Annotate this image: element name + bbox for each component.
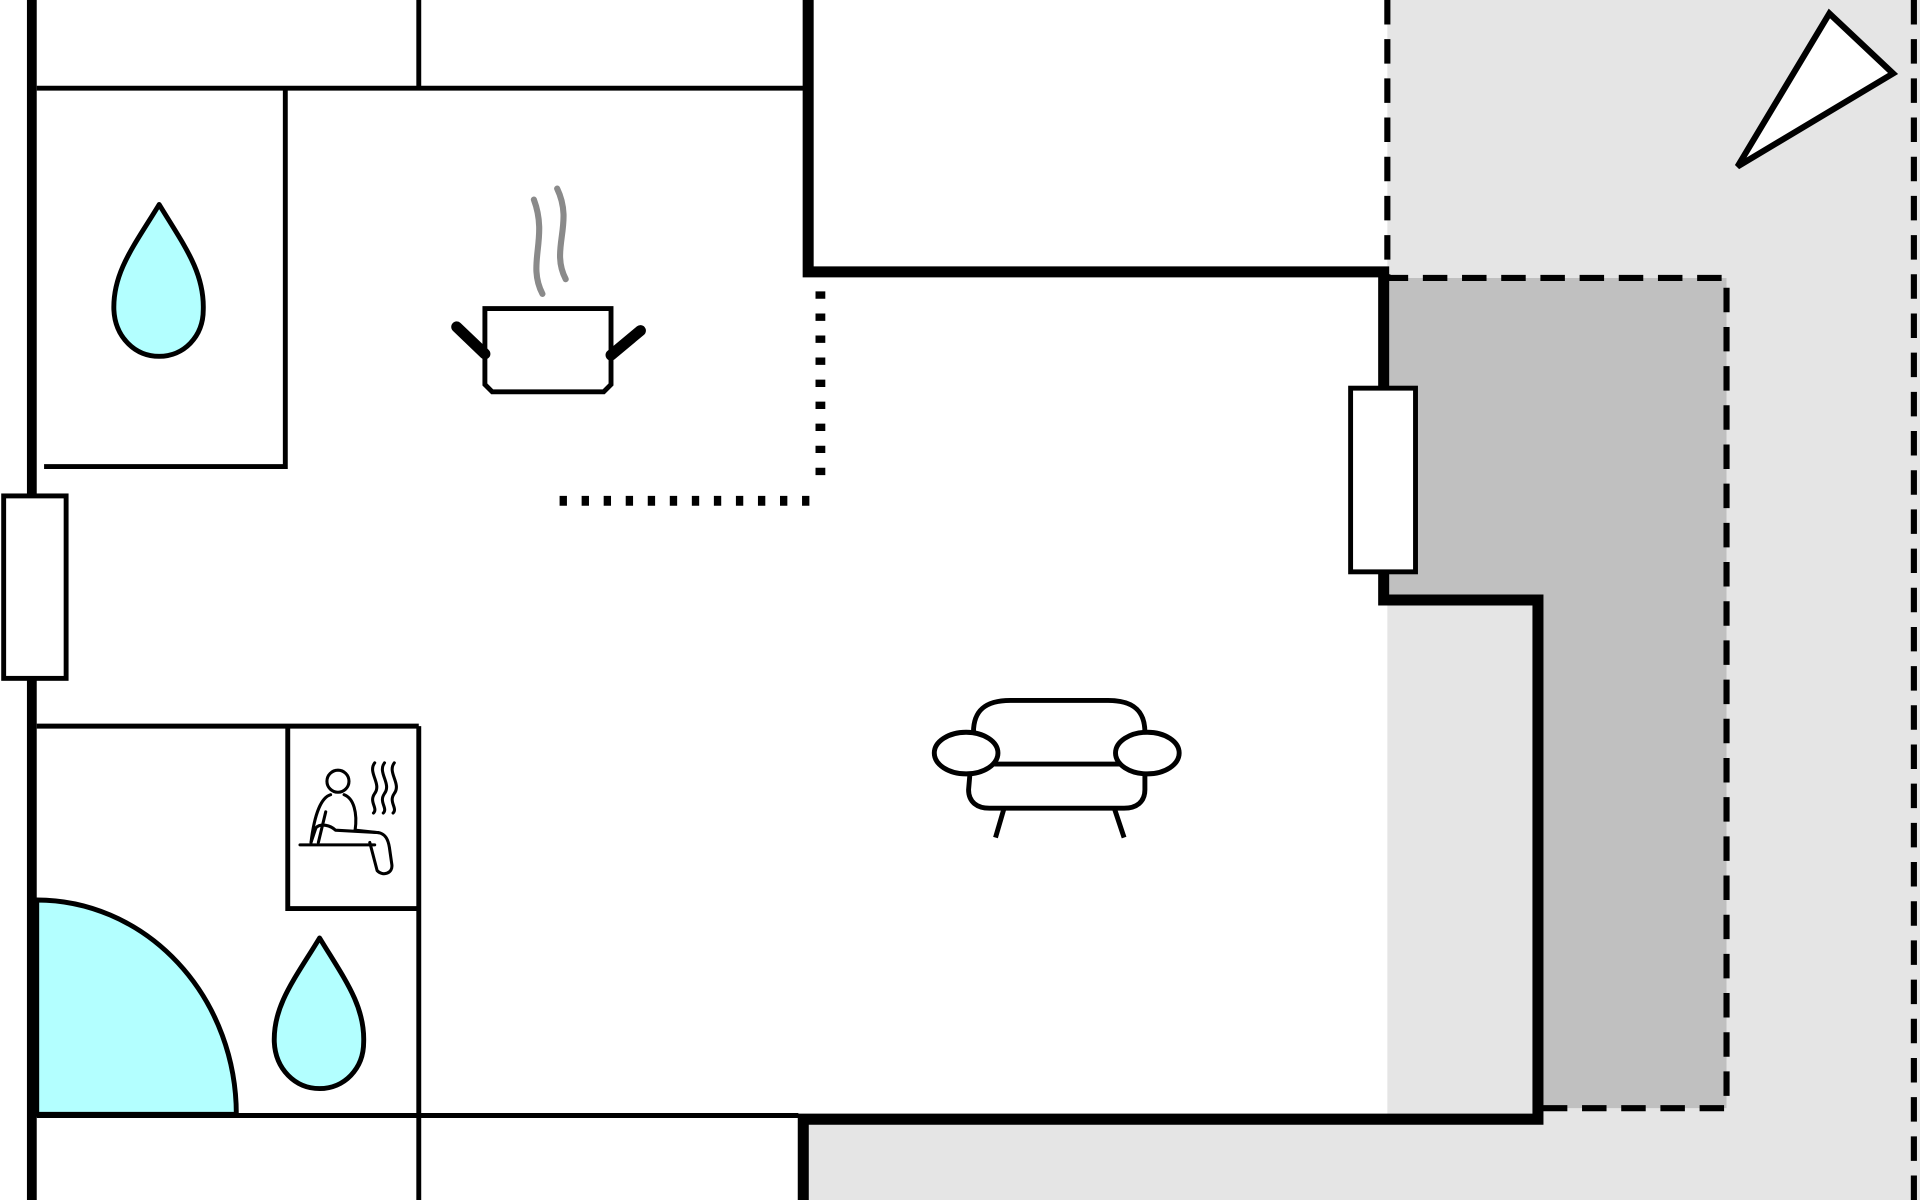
sauna-icon xyxy=(298,761,398,876)
exterior-walls xyxy=(26,0,1544,1200)
terrace-area xyxy=(1383,274,1730,1112)
window-left xyxy=(1,493,69,681)
water-drop-icon xyxy=(111,202,206,359)
cooking-pot-icon xyxy=(451,185,646,395)
bathtub-icon xyxy=(34,897,239,1117)
water-drop-icon xyxy=(271,935,367,1092)
window-right xyxy=(1348,385,1418,575)
compass-arrow-icon[interactable] xyxy=(1734,8,1899,170)
outdoor-area xyxy=(798,0,1920,1200)
interior-walls xyxy=(36,0,809,1200)
property-boundary xyxy=(1384,0,1917,1200)
sofa-icon xyxy=(931,697,1182,839)
